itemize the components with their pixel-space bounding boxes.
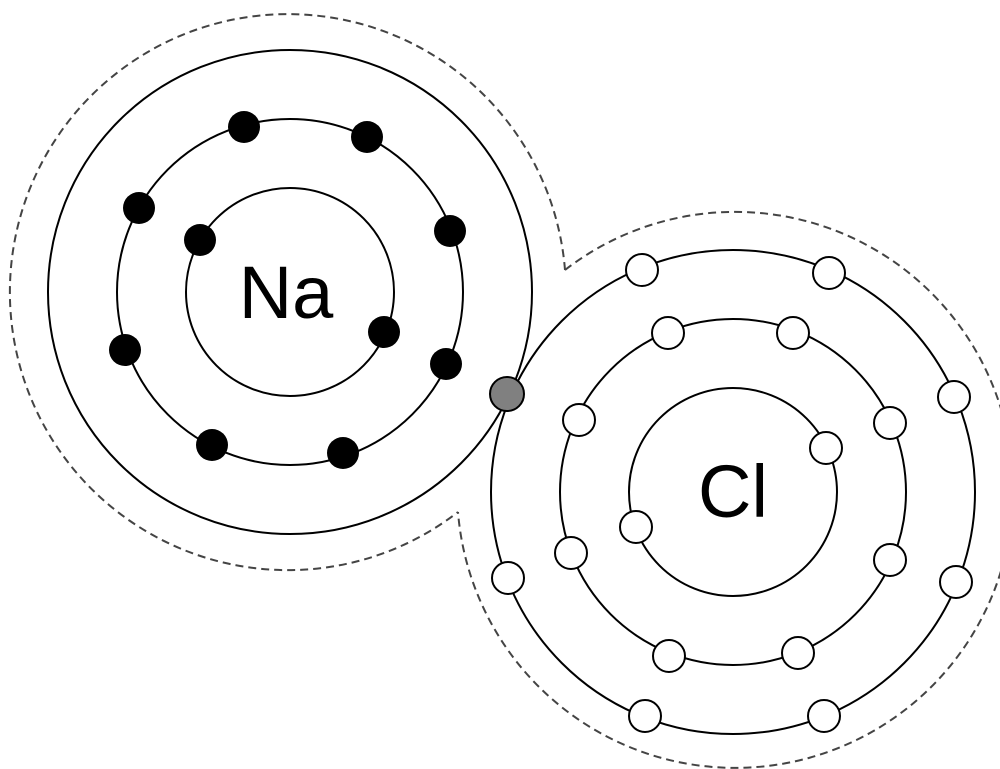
chlorine-electron	[652, 639, 686, 673]
sodium-electron	[109, 334, 141, 366]
sodium-shell-3	[47, 49, 533, 535]
sodium-dashed-boundary	[8, 13, 566, 572]
chlorine-electron	[554, 536, 588, 570]
chlorine-electron	[809, 431, 843, 465]
sodium-electron	[123, 192, 155, 224]
chlorine-electron	[491, 561, 525, 595]
sodium-electron	[368, 316, 400, 348]
chlorine-electron	[939, 565, 973, 599]
chlorine-shell-3	[490, 249, 976, 735]
chlorine-electron	[781, 636, 815, 670]
sodium-electron	[327, 437, 359, 469]
sodium-electron	[184, 224, 216, 256]
chlorine-shell-2	[559, 318, 907, 666]
sodium-shell-1	[185, 187, 395, 397]
sodium-electron	[434, 215, 466, 247]
chlorine-electron	[812, 256, 846, 290]
shared-electron	[489, 376, 525, 412]
sodium-electrons	[109, 111, 466, 469]
sodium-shell-2	[116, 118, 464, 466]
chlorine-dashed-boundary	[457, 210, 1000, 769]
chlorine-electron	[628, 699, 662, 733]
chlorine-electron	[651, 316, 685, 350]
chlorine-symbol: Cl	[698, 450, 768, 533]
chlorine-electron	[873, 543, 907, 577]
chlorine-electron	[937, 380, 971, 414]
chlorine-electron	[776, 316, 810, 350]
sodium-electron	[228, 111, 260, 143]
chlorine-electron	[619, 510, 653, 544]
chlorine-electron	[807, 699, 841, 733]
chlorine-electrons	[491, 253, 973, 733]
chlorine-electron	[873, 406, 907, 440]
chlorine-shell-1	[628, 387, 838, 597]
sodium-electron	[430, 348, 462, 380]
sodium-atom: Na	[47, 49, 533, 535]
sodium-symbol: Na	[239, 251, 334, 334]
sodium-electron	[351, 121, 383, 153]
chlorine-electron	[562, 403, 596, 437]
chlorine-electron	[625, 253, 659, 287]
sodium-electron	[196, 429, 228, 461]
chlorine-atom: Cl	[490, 249, 976, 735]
